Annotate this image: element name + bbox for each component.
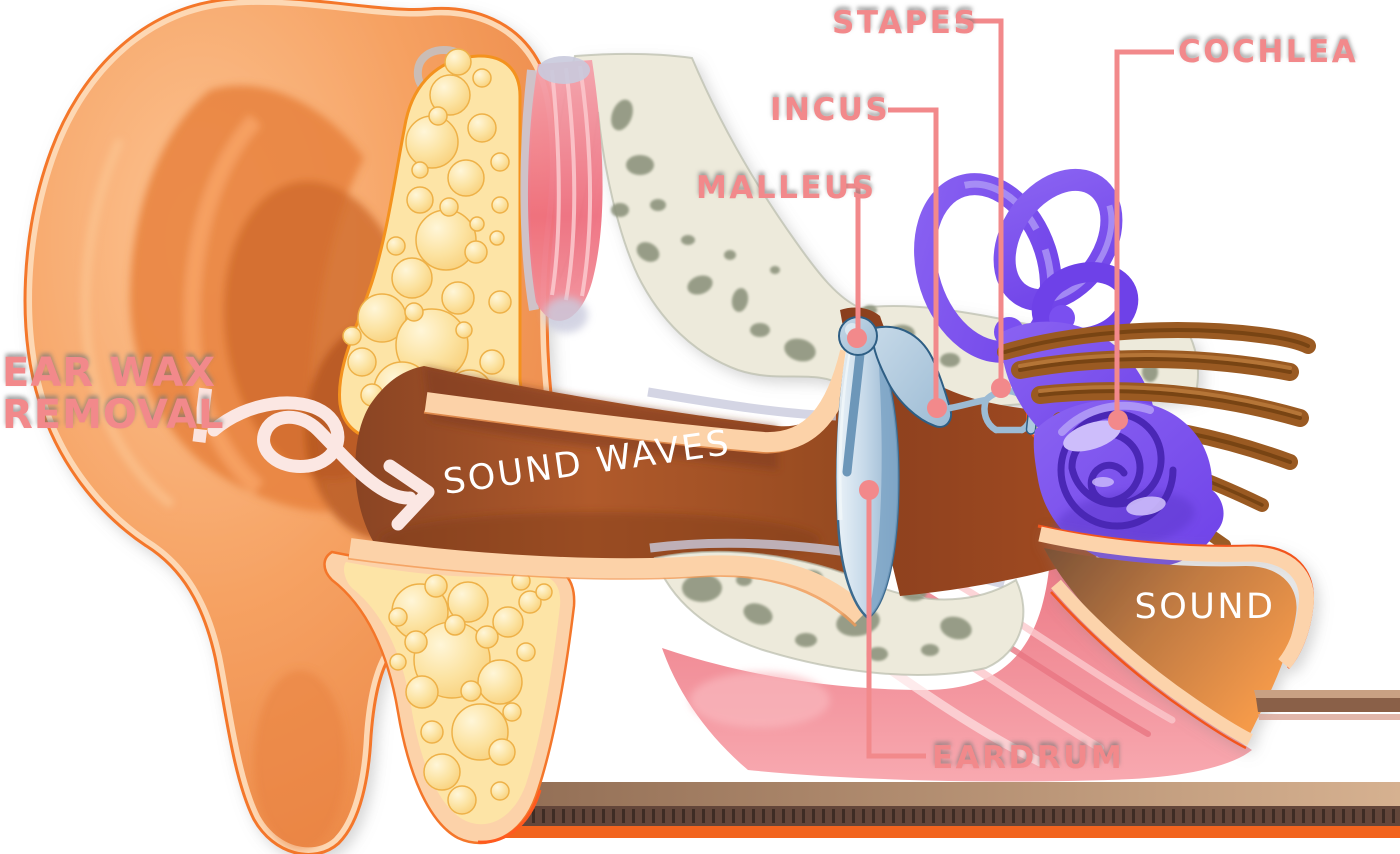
callout-labels: STAPES INCUS MALLEUS COCHLEA EARDRUM — [696, 5, 1358, 776]
label-stapes: STAPES — [832, 5, 978, 41]
bone-lower-spots — [682, 570, 972, 661]
leader-malleus — [845, 183, 861, 336]
cochlea-top-sheen — [1058, 401, 1154, 436]
label-cochlea: COCHLEA — [1178, 34, 1358, 70]
muscle-lower-highlight — [690, 672, 830, 728]
earwax-arrow — [207, 396, 435, 531]
sound-wedge — [1037, 524, 1314, 750]
muscle-top-fade — [538, 56, 590, 84]
eardrum-light-edge — [836, 341, 853, 521]
arrow-head — [383, 459, 435, 531]
eardrum-shade — [868, 350, 899, 618]
arrow-curl — [207, 396, 417, 505]
ear-wax-label-line2: REMOVAL — [2, 392, 225, 438]
semicircular-canals — [914, 168, 1139, 363]
leader-incus — [888, 107, 939, 406]
canal-top-band — [424, 349, 860, 453]
label-incus: INCUS — [770, 92, 890, 128]
callout-dots — [847, 328, 1128, 500]
dot-cochlea — [1108, 410, 1128, 430]
muscle-upper-vertical — [520, 56, 837, 421]
canal-bottom-band — [348, 538, 870, 624]
leader-stapes — [956, 18, 1004, 386]
wedge-bottom-band — [1051, 579, 1253, 746]
muscle-lower-body — [662, 560, 1252, 782]
cochlea-highlight-2 — [1126, 496, 1166, 516]
right-edge-skin-bands — [1254, 690, 1400, 720]
fat-lower-bubbles — [388, 571, 553, 815]
callout-leaders — [845, 18, 1174, 759]
cochlea-highlight-3 — [1092, 477, 1114, 487]
muscle-upper-stripes — [550, 65, 593, 301]
floor-layers — [468, 782, 1400, 838]
fat-lower-orange-edge — [477, 789, 542, 844]
dot-incus — [927, 398, 947, 418]
malleus-handle — [842, 349, 865, 477]
posterior-canal-highlight — [921, 180, 1055, 356]
wedge-bottom-rim — [1050, 591, 1247, 750]
canal-skin-bands — [347, 349, 870, 628]
muscle-bottom-fade — [544, 297, 588, 333]
right-band-brown — [1256, 698, 1400, 712]
right-band-pink — [1258, 714, 1400, 720]
dot-stapes — [991, 378, 1011, 398]
muscle-upper-body — [527, 60, 603, 321]
sound-label: SOUND — [1134, 587, 1275, 627]
muscle-upper-lavender-strip — [520, 69, 539, 311]
label-eardrum: EARDRUM — [932, 740, 1124, 776]
skull-bone-lower — [649, 538, 1025, 676]
dot-malleus — [847, 328, 867, 348]
floor-orange-band — [474, 826, 1400, 838]
cochlea-spiral-line — [1057, 410, 1177, 530]
right-band-tan — [1254, 690, 1400, 698]
wedge-top-band — [1038, 526, 1314, 669]
cochlea-highlight-1 — [1063, 420, 1121, 452]
ear-wax-label-line1: EAR WAX — [2, 350, 216, 396]
floor-tan-band — [468, 782, 1400, 806]
wedge-body — [1044, 548, 1297, 738]
leader-cochlea — [1114, 49, 1174, 418]
label-malleus: MALLEUS — [696, 170, 877, 206]
dot-eardrum — [859, 480, 879, 500]
leader-eardrum — [866, 490, 926, 759]
fat-tissue — [323, 46, 576, 845]
